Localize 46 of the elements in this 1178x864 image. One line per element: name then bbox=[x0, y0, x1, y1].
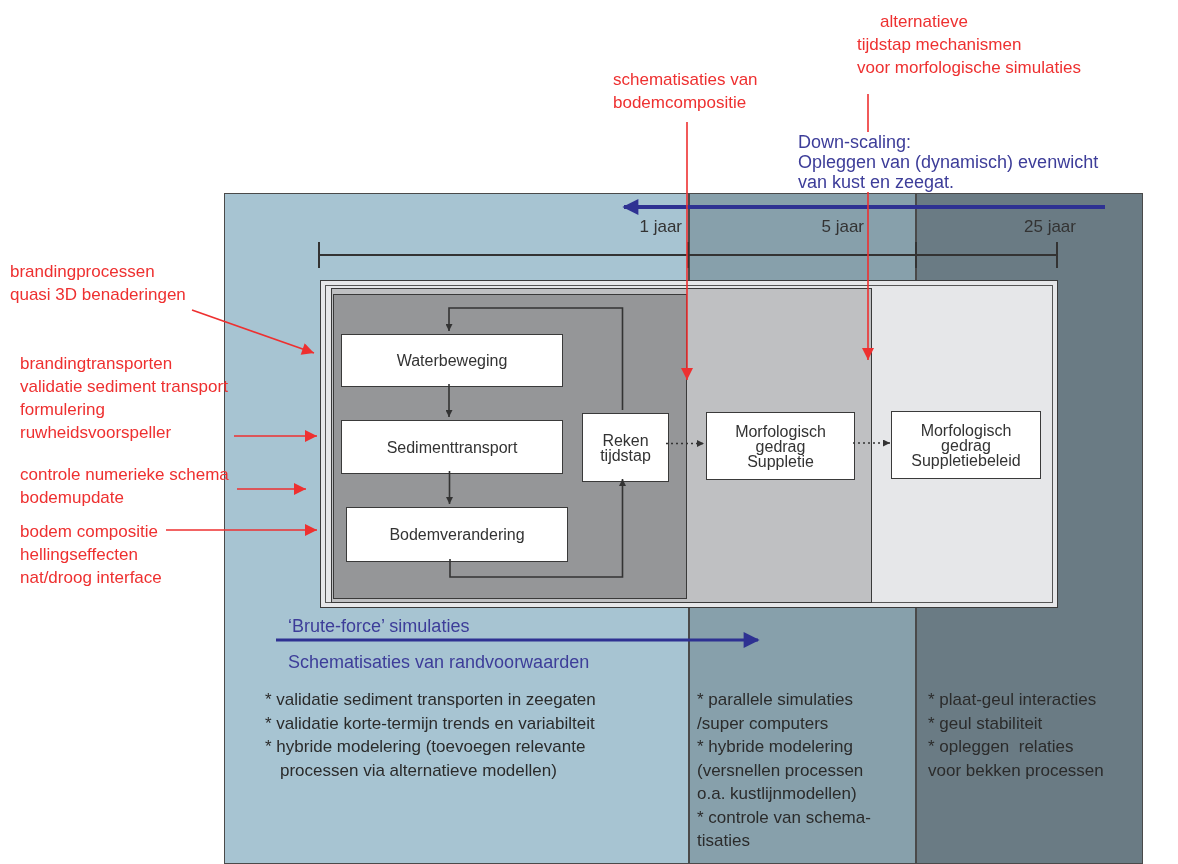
annotation-text: voor morfologische simulaties bbox=[857, 57, 1082, 79]
bullet-text: * validatie korte-termijn trends en variabilteit bbox=[265, 712, 596, 735]
bullet-text: * plaat-geul interacties bbox=[928, 689, 1098, 711]
arrow bbox=[446, 470, 453, 505]
leader-arrow bbox=[191, 309, 315, 355]
leader-arrow bbox=[165, 524, 318, 536]
box-label: Morfologisch gedrag Suppletie bbox=[734, 423, 827, 469]
process-box bbox=[341, 334, 563, 387]
box-label: Reken tijdstap bbox=[599, 432, 652, 463]
label-text: 25 jaar bbox=[1024, 217, 1077, 237]
annotation-text: bodem compositie hellingseffecten nat/droog interface bbox=[20, 521, 163, 589]
arrow bbox=[445, 383, 453, 418]
arrow bbox=[445, 307, 624, 411]
arrow bbox=[665, 440, 705, 447]
process-box bbox=[341, 420, 563, 474]
annotation-text: brandingprocessen quasi 3D benaderingen bbox=[10, 261, 187, 306]
process-box bbox=[582, 413, 669, 482]
leader-arrow bbox=[236, 483, 307, 495]
box-label: Morfologisch gedrag Suppletiebeleid bbox=[910, 422, 1022, 468]
leader-arrow bbox=[681, 121, 693, 381]
box-label: Sedimenttransport bbox=[386, 439, 518, 455]
leader-arrow bbox=[233, 430, 318, 442]
bullet-text: * validatie sediment transporten in zeegaten bbox=[265, 689, 597, 711]
bullet-text: * geul stabiliteit bbox=[928, 712, 1044, 735]
process-box bbox=[346, 507, 568, 562]
process-box bbox=[891, 411, 1041, 479]
bullet-text: * parallele simulaties /super computers bbox=[697, 689, 854, 735]
bullet-text: * opleggen relaties voor bekken processen bbox=[928, 736, 1105, 782]
annotation-text: schematisaties van bodemcompositie bbox=[613, 69, 759, 114]
label-text: 5 jaar bbox=[820, 217, 864, 237]
process-box bbox=[706, 412, 855, 480]
annotation-text: alternatieve bbox=[879, 11, 969, 33]
box-label: Bodemverandering bbox=[389, 527, 525, 542]
arrow bbox=[852, 439, 891, 447]
box-label: Waterbeweging bbox=[396, 353, 508, 368]
panel-box bbox=[333, 294, 687, 599]
panel-box bbox=[320, 280, 1058, 608]
panel-box bbox=[331, 288, 872, 603]
annotation-text: tijdstap mechanismen bbox=[857, 34, 1023, 56]
bullet-text: * controle van schema-tisaties bbox=[697, 806, 872, 852]
arrow bbox=[449, 478, 626, 578]
bullet-text: * hybride modelering (versnellen processen o.a. kustlijnmodellen) bbox=[697, 736, 865, 805]
bullet-text: * hybride modelering (toevoegen relevante processen via alternatieve modellen) bbox=[265, 736, 587, 782]
label-text: Schematisaties van randvoorwaarden bbox=[288, 652, 591, 672]
label-text: 1 jaar bbox=[638, 217, 682, 237]
label-text: ‘Brute-force’ simulaties bbox=[288, 616, 471, 636]
